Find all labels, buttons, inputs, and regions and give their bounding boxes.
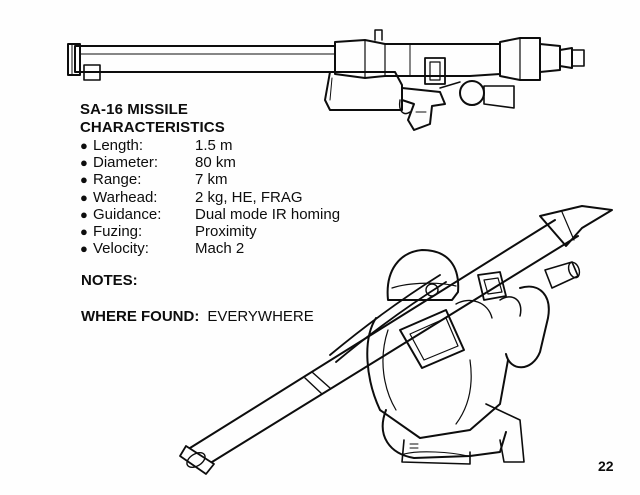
bullet-icon: ● [80, 155, 88, 171]
spec-label: Warhead: [93, 188, 158, 206]
spec-value: 80 km [195, 154, 236, 172]
bullet-icon: ● [80, 138, 88, 153]
spec-label: Diameter: [93, 154, 159, 172]
document-title: SA-16 MISSILE CHARACTERISTICS [80, 101, 225, 137]
spec-warhead: ● Warhead: 2 kg, HE, FRAG [80, 189, 340, 206]
kneeling-soldier-with-launcher-drawing [179, 205, 613, 475]
spec-label: Velocity: [93, 240, 149, 258]
spec-diameter: ● Diameter: 80 km [80, 154, 340, 171]
spec-velocity: ● Velocity: Mach 2 [80, 240, 340, 257]
where-found-line: WHERE FOUND: EVERYWHERE [81, 308, 314, 325]
spec-range: ● Range: 7 km [80, 171, 340, 188]
spec-fuzing: ● Fuzing: Proximity [80, 223, 340, 240]
bullet-icon: ● [80, 172, 88, 188]
spec-guidance: ● Guidance: Dual mode IR homing [80, 206, 340, 223]
bullet-icon: ● [80, 189, 88, 205]
spec-label: Length: [93, 137, 144, 154]
notes-heading: NOTES: [81, 272, 138, 289]
spec-label: Fuzing: [93, 223, 143, 241]
title-line: CHARACTERISTICS [80, 119, 225, 136]
spec-value: Mach 2 [195, 240, 245, 258]
bullet-icon: ● [80, 206, 88, 222]
spec-value: Dual mode IR homing [195, 205, 341, 223]
spec-label: Range: [93, 171, 142, 189]
spec-label: Guidance: [93, 205, 162, 223]
title-line: SA-16 MISSILE [80, 101, 188, 118]
where-found-value: EVERYWHERE [207, 308, 314, 325]
page-number: 22 [598, 458, 614, 474]
where-found-label: WHERE FOUND: [81, 308, 200, 325]
spec-length: ● Length: 1.5 m [80, 137, 340, 154]
bullet-icon: ● [80, 241, 88, 257]
characteristics-list: ● Length: 1.5 m ● Diameter: 80 km ● Rang… [80, 137, 340, 257]
spec-value: 1.5 m [195, 137, 233, 154]
spec-value: 7 km [195, 171, 228, 189]
spec-value: Proximity [195, 223, 257, 241]
spec-value: 2 kg, HE, FRAG [195, 188, 303, 206]
missile-launcher-drawing [67, 29, 585, 131]
bullet-icon: ● [80, 224, 88, 240]
